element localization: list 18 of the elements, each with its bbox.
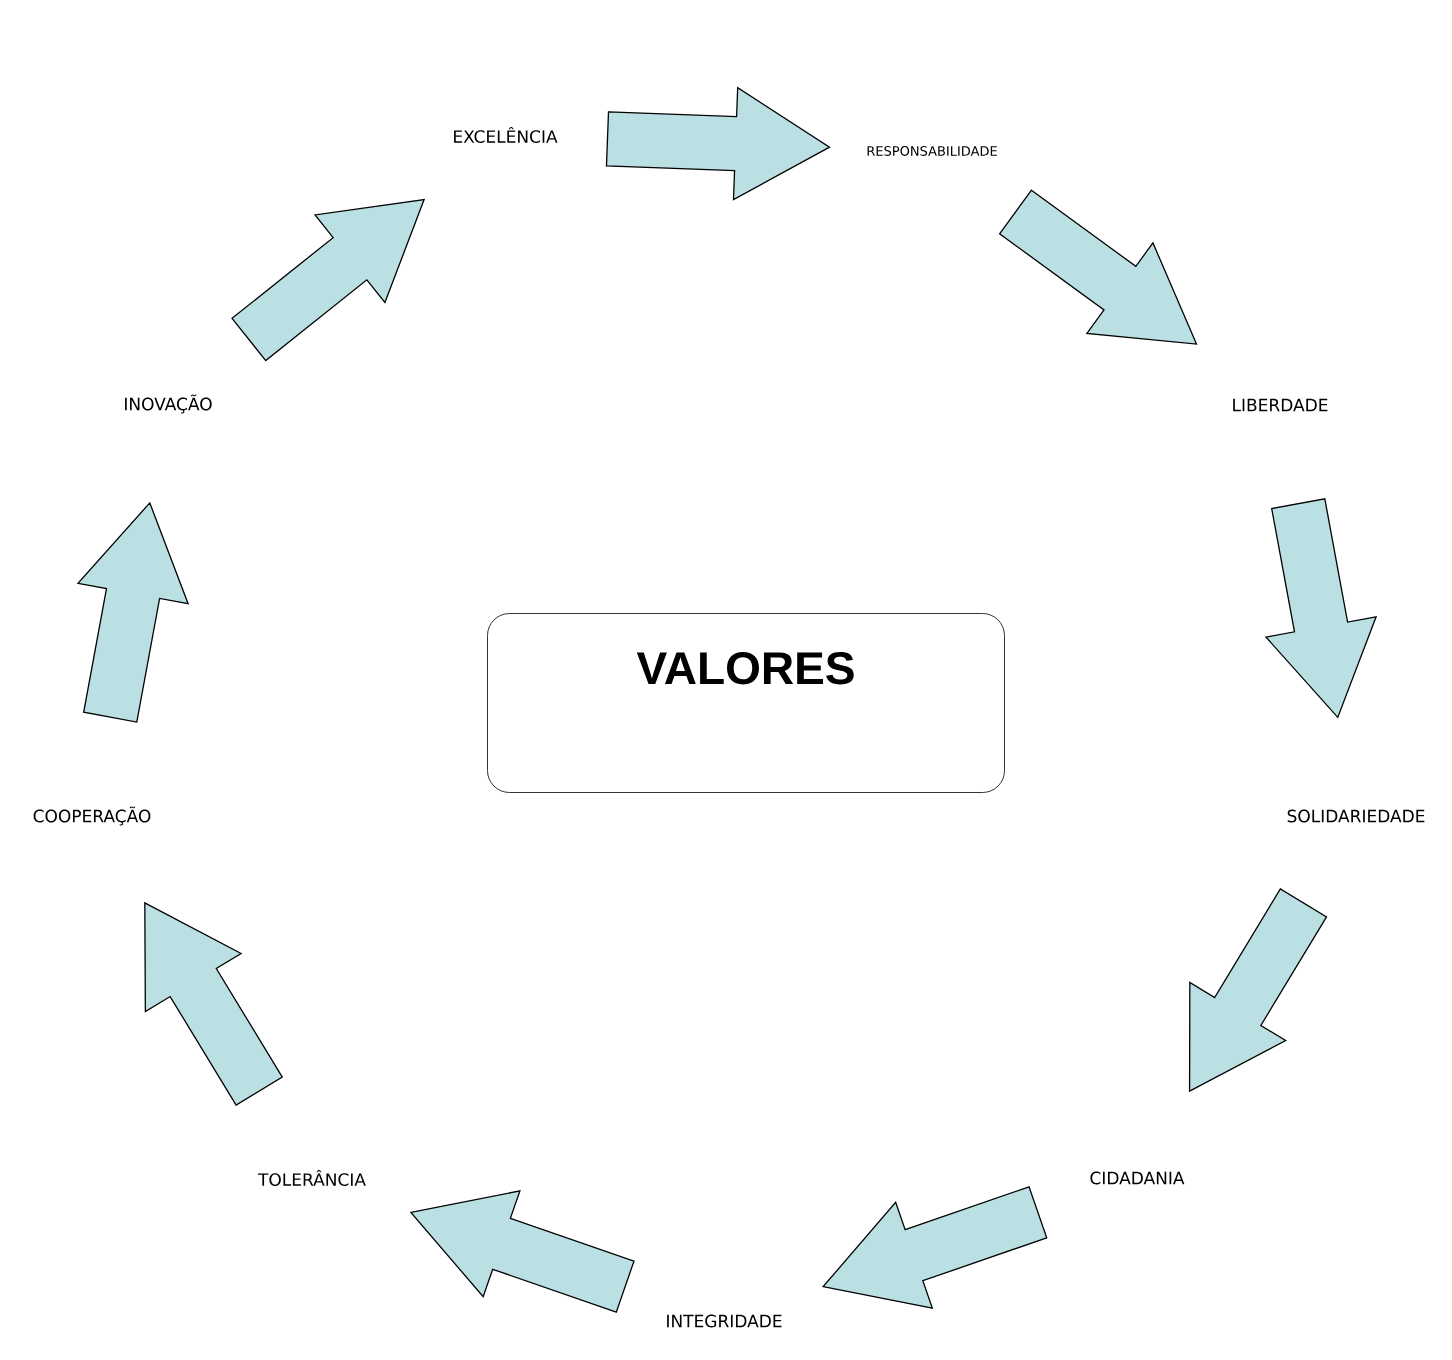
rounded-box: VALORES [487,613,1005,793]
value-label: SOLIDARIEDADE [1287,809,1425,823]
value-label: INOVAÇÃO [125,394,212,414]
value-label: RESPONSABILIDADE [867,146,997,156]
block-arrow [231,198,426,362]
value-label: LIBERDADE [1233,398,1328,412]
block-arrow [409,1190,635,1313]
value-label: COOPERAÇÃO [33,806,151,826]
block-arrow [76,501,190,723]
block-arrow [1188,888,1328,1093]
value-label: EXCELÊNCIA [454,127,558,143]
block-arrow [821,1186,1048,1309]
block-arrow [605,86,831,201]
value-label: TOLERÂNCIA [258,1170,366,1186]
value-label: CIDADANIA [1090,1171,1185,1185]
block-arrow [998,189,1198,345]
block-arrow [1264,498,1378,719]
value-label: INTEGRIDADE [667,1314,782,1328]
